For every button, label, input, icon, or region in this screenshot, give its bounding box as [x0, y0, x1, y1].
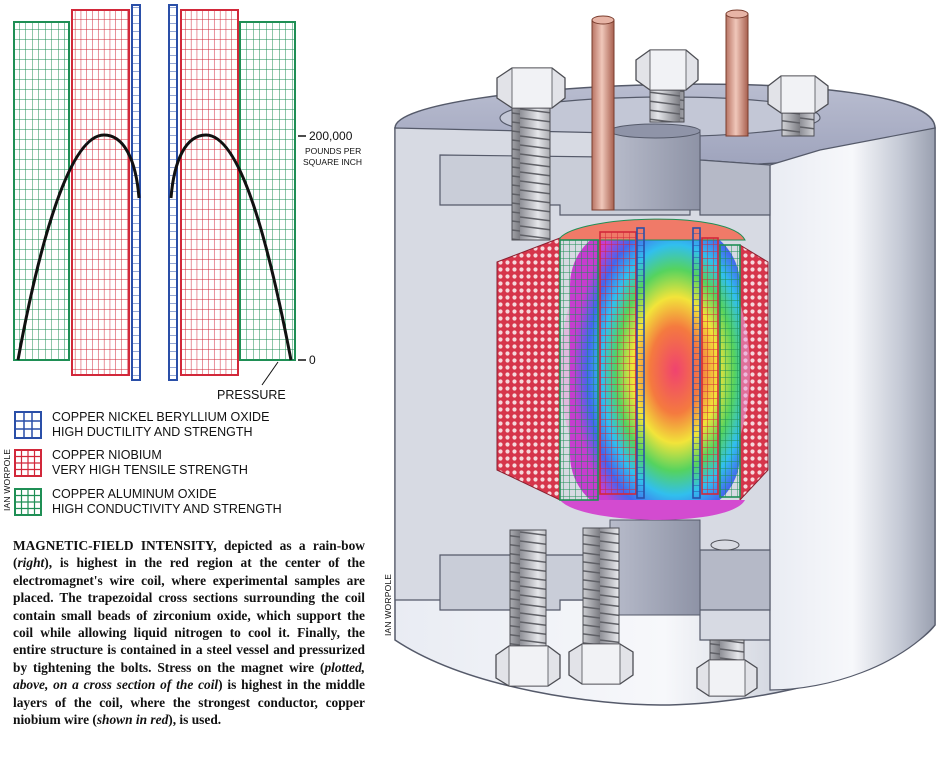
legend-green-line1: COPPER ALUMINUM OXIDE: [52, 487, 217, 501]
top-bolt-right: [767, 75, 829, 137]
caption-text-4: ), is used.: [168, 712, 222, 728]
bottom-bolt-right: [696, 639, 758, 697]
tick-label-bottom: 0: [309, 353, 316, 367]
copper-lead-left: [591, 19, 615, 211]
bottom-bolt-left: [495, 529, 561, 687]
caption-text-3: ) is highest in the middle layers of the…: [13, 677, 365, 728]
legend-green-line2: HIGH CONDUCTIVITY AND STRENGTH: [52, 502, 282, 516]
caption-italic-1: right: [17, 555, 45, 571]
coil-blue-right: [692, 227, 701, 499]
caption-text-1: depicted as a rain-bow (: [13, 538, 365, 571]
caption-italic-2: plotted, above, on a cross section of th…: [13, 659, 365, 693]
red-layer-right: [180, 9, 239, 376]
legend-blue-line1: COPPER NICKEL BERYLLIUM OXIDE: [52, 410, 270, 424]
field-bottom-cap: [560, 500, 745, 520]
blue-grid-swatch-icon: [14, 411, 42, 439]
caption-italic-3: shown in red: [96, 712, 169, 728]
copper-lead-left-top: [591, 15, 615, 25]
lower-bore: [609, 519, 701, 616]
tick-label-top: 200,000: [309, 129, 353, 143]
red-layer-left: [71, 9, 130, 376]
coil-red-left: [599, 231, 637, 495]
legend-red-line2: VERY HIGH TENSILE STRENGTH: [52, 463, 248, 477]
copper-lead-right-top: [725, 9, 749, 19]
coil-red-right: [701, 237, 719, 495]
coil-blue-left: [636, 227, 645, 499]
upper-bore: [609, 129, 701, 211]
legend-blue-line2: HIGH DUCTILITY AND STRENGTH: [52, 425, 253, 439]
credit-left: IAN WORPOLE: [2, 448, 12, 511]
credit-right: IAN WORPOLE: [383, 573, 393, 636]
green-grid-swatch-icon: [14, 488, 42, 516]
washer: [710, 539, 740, 551]
stress-cross-section-chart: [13, 4, 306, 386]
bottom-bolt-center: [568, 527, 634, 685]
legend-red-line1: COPPER NIOBIUM: [52, 448, 162, 462]
upper-flange-right: [699, 159, 771, 216]
copper-lead-right: [725, 13, 749, 137]
caption-text-2: ), is highest in the red region at the c…: [13, 555, 365, 675]
unit-label-line2: SQUARE INCH: [303, 157, 363, 167]
pressure-pointer: [261, 361, 279, 386]
coil-green-left: [559, 239, 599, 501]
top-bolt-center: [635, 49, 699, 123]
coil-green-right: [719, 244, 741, 498]
pressure-label: PRESSURE: [217, 388, 286, 402]
bead-trapezoid-left: [496, 237, 561, 501]
stress-curve-left: [16, 133, 141, 361]
caption-lead: MAGNETIC-FIELD INTENSITY,: [13, 538, 217, 553]
stress-curve-right: [169, 133, 293, 361]
upper-bore-opening: [609, 123, 701, 139]
red-grid-swatch-icon: [14, 449, 42, 477]
magnet-cutaway-illustration: [394, 9, 936, 706]
top-bolt-left: [496, 67, 566, 241]
figure-caption: MAGNETIC-FIELD INTENSITY, depicted as a …: [13, 537, 365, 728]
unit-label-line1: POUNDS PER: [305, 146, 362, 156]
lower-flange-right: [699, 549, 771, 611]
vessel-right-shell: [769, 127, 936, 691]
